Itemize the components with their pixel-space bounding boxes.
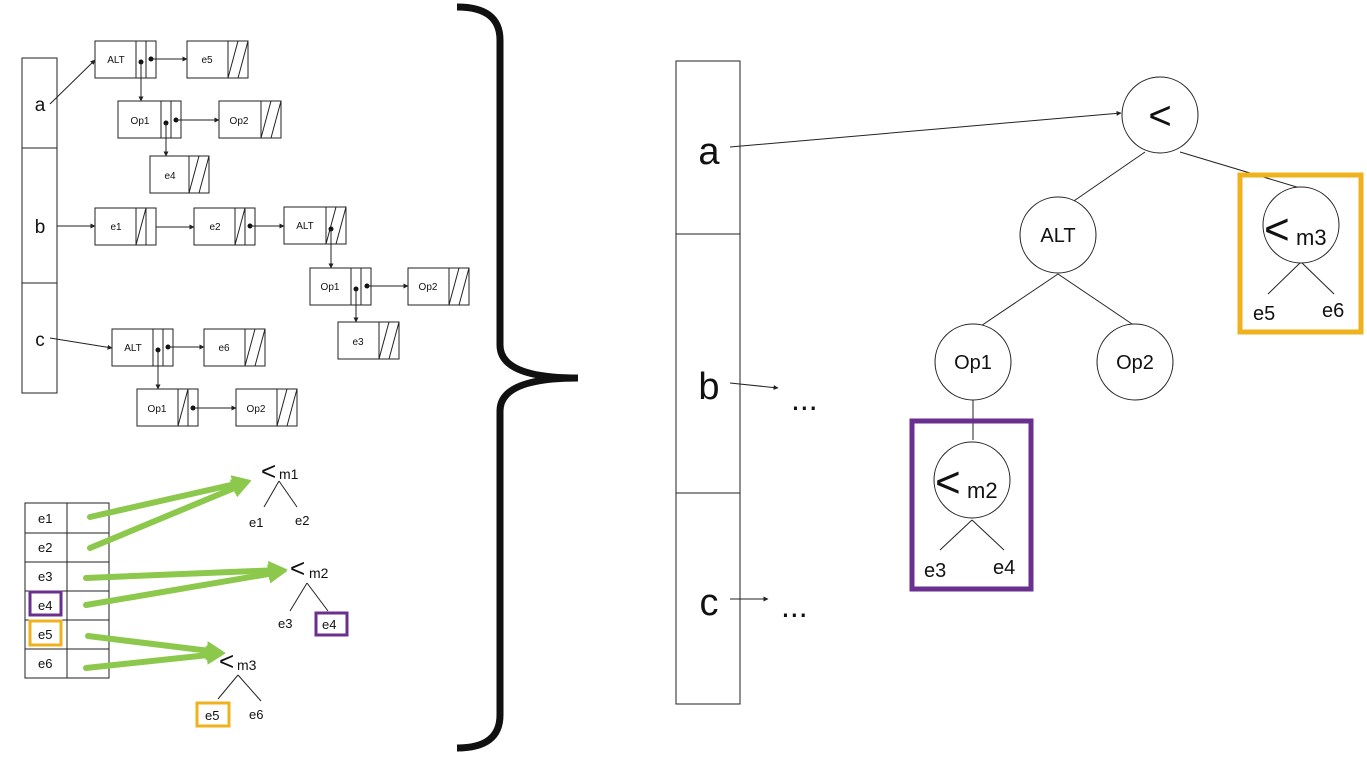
m2-node-subscript: m2 [967, 478, 998, 503]
list-node-label: e3 [352, 337, 364, 348]
left-index-column: a b c [21, 57, 58, 394]
list-node-label: ALT [124, 343, 142, 354]
mini-tree-left: e1 [249, 515, 263, 530]
left-index-a: a [35, 95, 46, 116]
m2-purple-highlight [909, 418, 1034, 592]
green-arrows [83, 475, 288, 671]
list-node: ALT [94, 40, 157, 79]
m2-e4-purple-highlight [314, 611, 349, 637]
op2-node-label: Op2 [1116, 352, 1154, 374]
list-node: e2 [193, 207, 256, 246]
mini-tree-right: e6 [249, 707, 263, 722]
mini-tree-right: e2 [295, 513, 309, 528]
mini-tree-symbol: < [219, 646, 234, 676]
list-node: Op2 [407, 267, 470, 306]
table-row: e1 [38, 511, 52, 526]
alt-node-label: ALT [1040, 225, 1075, 247]
mini-tree-symbol: < [290, 553, 305, 583]
table-row: e2 [38, 540, 52, 555]
m3-node-subscript: m3 [1296, 225, 1327, 250]
list-node-label: e2 [209, 222, 221, 233]
list-node: e1 [94, 207, 157, 246]
ellipsis-b: ... [791, 381, 818, 417]
list-node-label: e1 [110, 222, 122, 233]
list-node: ALT [283, 206, 347, 245]
e5-gold-highlight [28, 619, 63, 647]
table-row: e6 [38, 656, 52, 671]
list-node: Op1 [136, 388, 199, 427]
left-index-c: c [35, 330, 45, 351]
mini-tree-subscript: m1 [279, 466, 299, 482]
linked-list-b: e1 e2 ALT Op1 [57, 206, 470, 360]
e4-purple-highlight [28, 590, 63, 617]
m3-node-symbol: < [1264, 205, 1290, 254]
linked-list-c: ALT e6 Op1 Op2 [49, 328, 298, 427]
list-node: Op2 [218, 100, 282, 139]
list-node-label: e6 [218, 343, 230, 354]
list-node-label: Op1 [131, 116, 150, 127]
table-row: e4 [38, 598, 52, 613]
list-node-label: e4 [164, 171, 176, 182]
list-node-label: Op1 [321, 282, 340, 293]
list-node: e3 [337, 321, 400, 360]
m2-left-leaf: e3 [924, 560, 946, 582]
list-node: e5 [186, 40, 249, 79]
table-row: e3 [38, 569, 52, 584]
mini-tree-subscript: m3 [237, 657, 257, 673]
mini-tree-symbol: < [261, 456, 276, 486]
list-node-label: Op2 [419, 282, 438, 293]
list-node: ALT [111, 328, 174, 367]
list-node: Op2 [235, 388, 298, 427]
m3-e5-gold-highlight [195, 701, 231, 728]
mini-tree-m1: < m1 e1 e2 [249, 456, 309, 530]
root-node: < [1121, 76, 1199, 154]
left-index-b: b [35, 217, 46, 238]
m3-left-leaf: e5 [1253, 303, 1275, 325]
right-index-c: c [700, 582, 719, 624]
m2-right-leaf: e4 [993, 557, 1015, 579]
list-node: e6 [203, 328, 266, 367]
list-node-label: ALT [296, 221, 314, 232]
list-node: Op1 [309, 267, 372, 306]
m2-node-symbol: < [935, 458, 961, 507]
op2-node: Op2 [1096, 323, 1174, 401]
right-index-a: a [698, 131, 720, 173]
mini-tree-subscript: m2 [309, 565, 329, 581]
ellipsis-c: ... [781, 588, 808, 624]
alt-node: ALT [1019, 196, 1097, 274]
linked-list-a: ALT e5 Op1 Op2 [49, 40, 282, 194]
element-table: e1 e2 e3 e4 e5 e6 [24, 502, 110, 679]
list-node-label: e5 [201, 55, 213, 66]
list-node: e4 [149, 155, 210, 194]
list-node-label: Op1 [148, 404, 167, 415]
mini-tree-right: e4 [322, 617, 336, 632]
m3-right-leaf: e6 [1322, 300, 1344, 322]
root-node-label: < [1148, 94, 1171, 138]
table-row: e5 [38, 627, 52, 642]
list-node-label: ALT [107, 55, 125, 66]
m3-node: < m3 e5 e6 [1237, 172, 1364, 335]
mini-tree-m3: < m3 e5 e6 [195, 646, 263, 728]
op1-node: Op1 [934, 323, 1012, 401]
right-index-b: b [698, 366, 719, 408]
mini-tree-left: e3 [278, 616, 292, 631]
list-node-label: Op2 [247, 404, 266, 415]
m3-gold-highlight [1237, 172, 1364, 335]
mini-tree-left: e5 [205, 708, 219, 723]
right-index-column: a b c [675, 60, 741, 705]
m2-node: < m2 e3 e4 [909, 418, 1034, 592]
list-node-label: Op2 [230, 116, 249, 127]
list-node: Op1 [117, 100, 182, 139]
curly-brace [456, 3, 579, 752]
op1-node-label: Op1 [954, 352, 992, 374]
mini-tree-m2: < m2 e3 e4 [278, 553, 349, 637]
